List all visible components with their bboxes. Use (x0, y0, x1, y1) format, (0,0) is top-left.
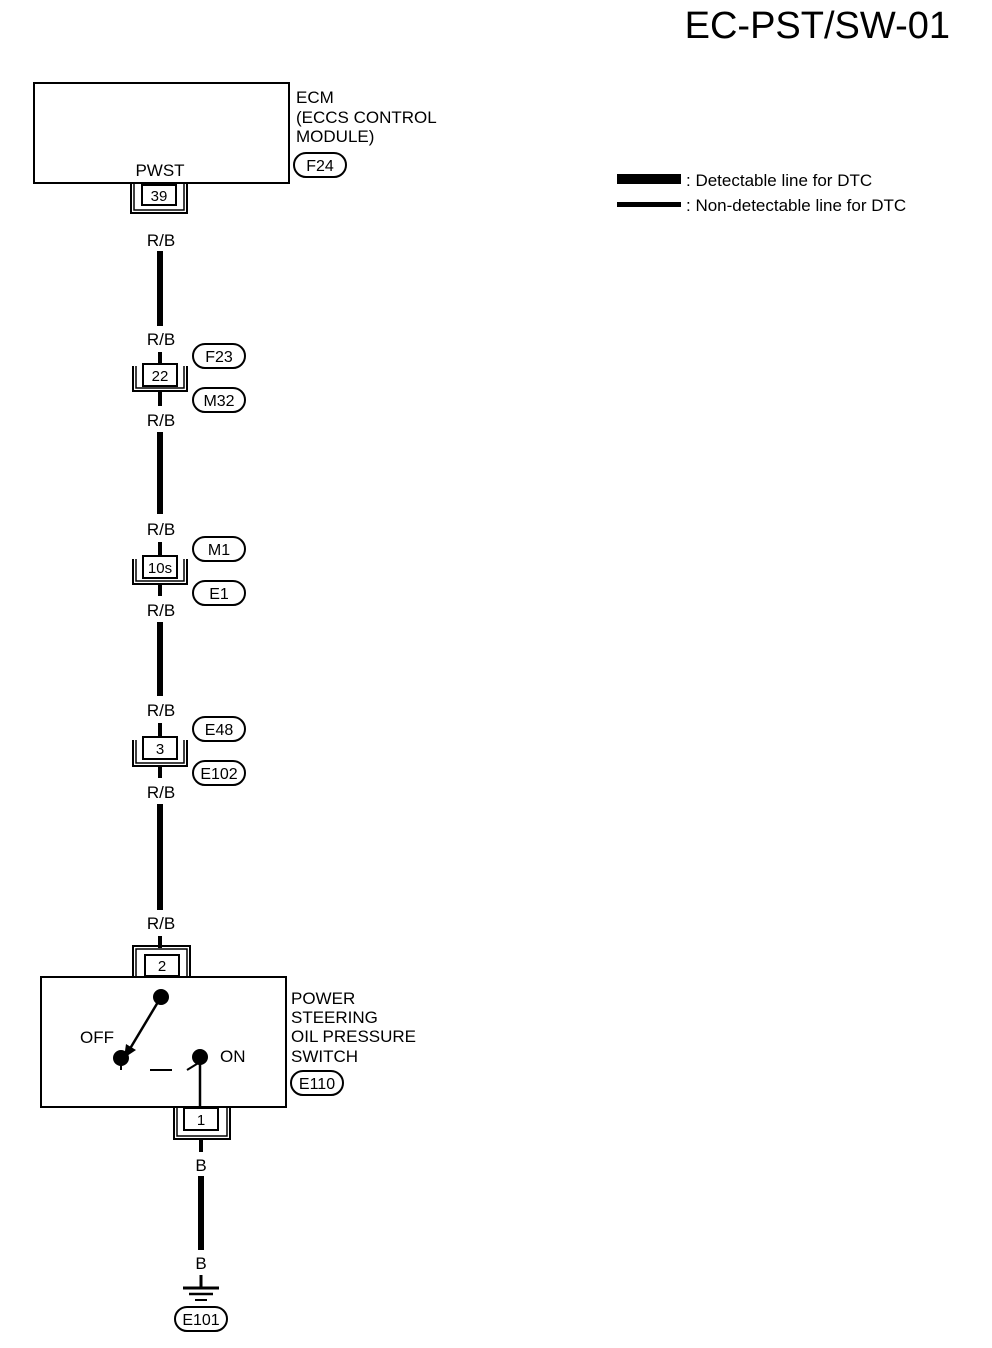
connector-pill (192, 580, 246, 606)
ecm-connector-pill (293, 152, 347, 178)
connector-pill (192, 387, 246, 413)
switch-name-line-1: POWER (291, 989, 355, 1008)
junction-connector: 3 E48 E102 (132, 716, 246, 786)
ecm-pin-connector: 39 (130, 183, 188, 214)
ground-connector-label: E101 (182, 1312, 219, 1329)
connector-label: E1 (209, 586, 229, 603)
junction-pin-number: 3 (156, 741, 164, 758)
switch-pin-bottom: 1 (173, 1107, 231, 1152)
junction-connector: 22 F23 M32 (132, 343, 246, 413)
wire-color-label: R/B (147, 411, 175, 430)
wire-color-label: R/B (147, 914, 175, 933)
connector-pill (192, 343, 246, 369)
connector-pill (192, 716, 246, 742)
wire-color-label: R/B (147, 783, 175, 802)
wire-color-label: R/B (147, 520, 175, 539)
switch-pin-bottom-number: 1 (197, 1112, 205, 1129)
connector-pill (192, 536, 246, 562)
ecm-box (33, 82, 290, 184)
ecm-name-line-3: MODULE) (296, 127, 374, 146)
wire-color-label: R/B (147, 231, 175, 250)
junction-connector: 10s M1 E1 (132, 536, 246, 606)
ecm-connector-label: F24 (306, 158, 334, 175)
power-steering-switch: OFF ON POWER STEERING OIL PRESSURE SWITC… (40, 976, 416, 1108)
junction-pin-number: 10s (148, 560, 172, 577)
legend: : Detectable line for DTC : Non-detectab… (617, 171, 906, 215)
page-code: EC-PST/SW-01 (685, 5, 950, 47)
connector-label: E48 (205, 722, 234, 739)
junction-pin-number: 22 (152, 368, 169, 385)
legend-non-detectable-swatch (617, 202, 681, 207)
connector-pill (192, 760, 246, 786)
ecm-pin-number: 39 (151, 188, 168, 205)
legend-non-detectable-text: : Non-detectable line for DTC (686, 196, 906, 215)
switch-off-label: OFF (80, 1028, 114, 1047)
switch-pin-top-number: 2 (158, 958, 166, 975)
wire-color-label: R/B (147, 601, 175, 620)
ecm-name-line-2: (ECCS CONTROL (296, 108, 437, 127)
switch-connector-label: E110 (299, 1076, 335, 1093)
ecm-module: ECM (ECCS CONTROL MODULE) F24 PWST (33, 82, 437, 184)
switch-name-line-2: STEERING (291, 1008, 378, 1027)
connector-label: F23 (205, 349, 233, 366)
wire-color-label: B (195, 1156, 206, 1175)
ecm-name-line-1: ECM (296, 88, 334, 107)
switch-name-line-3: OIL PRESSURE (291, 1027, 416, 1046)
connector-label: E102 (200, 766, 237, 783)
ground-connector-pill (174, 1306, 228, 1332)
wire-color-label: B (195, 1254, 206, 1273)
wire-color-label: R/B (147, 701, 175, 720)
connector-label: M32 (203, 393, 234, 410)
legend-detectable-text: : Detectable line for DTC (686, 171, 872, 190)
legend-detectable-swatch (617, 174, 681, 184)
switch-name-line-4: SWITCH (291, 1047, 358, 1066)
wire-color-label: R/B (147, 330, 175, 349)
switch-on-label: ON (220, 1047, 246, 1066)
switch-connector-pill (290, 1070, 344, 1096)
ecm-terminal-label: PWST (135, 161, 184, 180)
ground-symbol: E101 (174, 1275, 228, 1332)
switch-pin-top: 2 (132, 936, 191, 977)
connector-label: M1 (208, 542, 230, 559)
